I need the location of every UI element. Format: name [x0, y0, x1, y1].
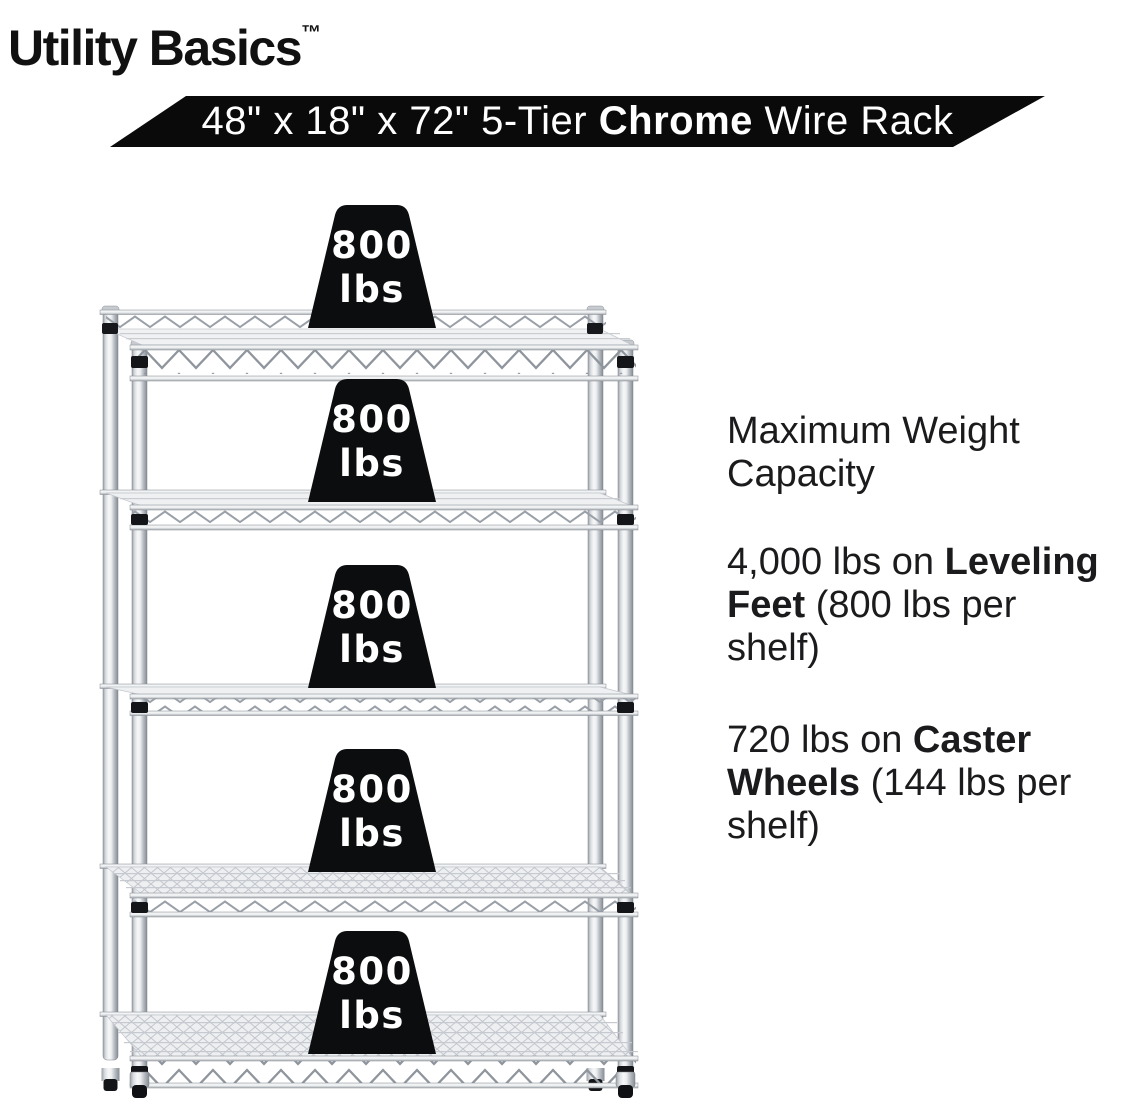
rack-illustration: 800 lbs 800 lbs 800 lbs	[60, 180, 680, 1106]
shelf-bottom-bar	[129, 1082, 639, 1089]
weight-value: 800	[331, 584, 413, 627]
paragraph-line: Wheels (144 lbs per	[727, 762, 1126, 805]
back-left-foot-collar	[101, 1068, 120, 1081]
rack-tier-3: 800 lbs	[99, 565, 639, 716]
weight-unit: lbs	[339, 442, 405, 485]
paragraph-line: 4,000 lbs on Leveling	[727, 541, 1126, 584]
caster-wheels-paragraph: 720 lbs on Caster Wheels (144 lbs per sh…	[727, 719, 1126, 848]
shelf-clip	[131, 902, 148, 913]
mesh-wire-line	[120, 880, 625, 882]
shelf-clip	[131, 702, 148, 713]
weight-capacity-badge: 800 lbs	[308, 565, 436, 688]
shelf-clip	[617, 902, 634, 913]
brand-name: Utility Basics	[8, 20, 303, 76]
mesh-wire-line	[126, 338, 630, 340]
mesh-wire-line	[115, 873, 620, 875]
shelf-truss-band	[132, 510, 636, 525]
banner-text-pre: 48" x 18" x 72" 5-Tier	[201, 99, 599, 143]
text-run: (800 lbs per	[805, 584, 1017, 626]
shelf-clip	[131, 356, 148, 368]
shelf-front-bar	[129, 892, 639, 899]
weight-unit: lbs	[339, 268, 405, 311]
front-left-foot-collar	[129, 1071, 150, 1088]
shelf-front-bar	[129, 344, 639, 351]
text-run: 4,000 lbs on	[727, 541, 945, 583]
mesh-wire-line	[126, 887, 631, 889]
back-left-foot-tip	[103, 1079, 118, 1091]
weight-unit: lbs	[339, 628, 405, 671]
shelf-truss-band	[132, 1061, 636, 1084]
weight-unit: lbs	[339, 812, 405, 855]
heading-line: Maximum Weight	[727, 410, 1020, 452]
shelf-truss-band	[132, 350, 636, 374]
shelf-front-bar	[129, 1055, 639, 1062]
weight-unit: lbs	[339, 994, 405, 1037]
shelf-truss-band	[132, 898, 636, 913]
shelf-front-bar	[129, 504, 639, 511]
wire-rack-graphic: 800 lbs 800 lbs 800 lbs	[99, 205, 639, 1098]
heading-line: Capacity	[727, 453, 875, 495]
shelf-clip	[587, 323, 603, 334]
rack-tier-5: 800 lbs	[99, 931, 639, 1089]
trademark-symbol: ™	[301, 22, 322, 44]
weight-capacity-badge: 800 lbs	[308, 931, 436, 1054]
shelf-clip	[102, 323, 118, 334]
shelf-bottom-bar	[129, 710, 639, 716]
weight-value: 800	[331, 224, 413, 267]
shelf-bottom-bar	[129, 911, 639, 918]
rack-tier-1: 800 lbs	[99, 205, 639, 382]
text-run: (144 lbs per	[860, 762, 1072, 804]
shelf-clip	[131, 514, 148, 525]
product-title-banner: 48" x 18" x 72" 5-Tier Chrome Wire Rack	[110, 96, 1045, 147]
mesh-wire-line	[120, 333, 620, 335]
text-run-bold: Wheels	[727, 762, 861, 804]
text-run: 720 lbs on	[727, 719, 913, 761]
front-right-foot-tip	[618, 1085, 633, 1098]
paragraph-line: shelf)	[727, 805, 820, 847]
leveling-feet-paragraph: 4,000 lbs on Leveling Feet (800 lbs per …	[727, 541, 1126, 670]
capacity-heading: Maximum Weight Capacity	[727, 410, 1126, 496]
rack-tier-4: 800 lbs	[99, 749, 639, 918]
text-run-bold: Feet	[727, 584, 806, 626]
shelf-clip	[617, 514, 634, 525]
paragraph-line: Feet (800 lbs per	[727, 584, 1126, 627]
shelf-truss-band	[132, 698, 636, 712]
banner-text-highlight: Chrome	[598, 99, 753, 143]
shelf-clip	[617, 702, 634, 713]
weight-capacity-badge: 800 lbs	[308, 749, 436, 872]
front-left-foot-tip	[132, 1085, 147, 1098]
text-run-bold: Caster	[912, 719, 1032, 761]
text-run-bold: Leveling	[944, 541, 1099, 583]
weight-capacity-badge: 800 lbs	[308, 379, 436, 502]
shelf-bottom-bar	[129, 524, 639, 531]
weight-capacity-badge: 800 lbs	[308, 205, 436, 328]
rack-tier-2: 800 lbs	[99, 379, 639, 531]
weight-value: 800	[331, 950, 413, 993]
rack-leveling-feet	[129, 1071, 636, 1098]
paragraph-line: 720 lbs on Caster	[727, 719, 1126, 762]
capacity-text-block: Maximum Weight Capacity 4,000 lbs on Lev…	[727, 410, 1126, 848]
shelf-mesh	[105, 328, 633, 346]
brand-logo: Utility Basics™	[8, 0, 321, 81]
weight-value: 800	[331, 398, 413, 441]
paragraph-line: shelf)	[727, 627, 820, 669]
front-right-foot-collar	[615, 1071, 636, 1088]
banner-text-post: Wire Rack	[752, 99, 954, 143]
shelf-clip	[617, 356, 634, 368]
weight-value: 800	[331, 768, 413, 811]
